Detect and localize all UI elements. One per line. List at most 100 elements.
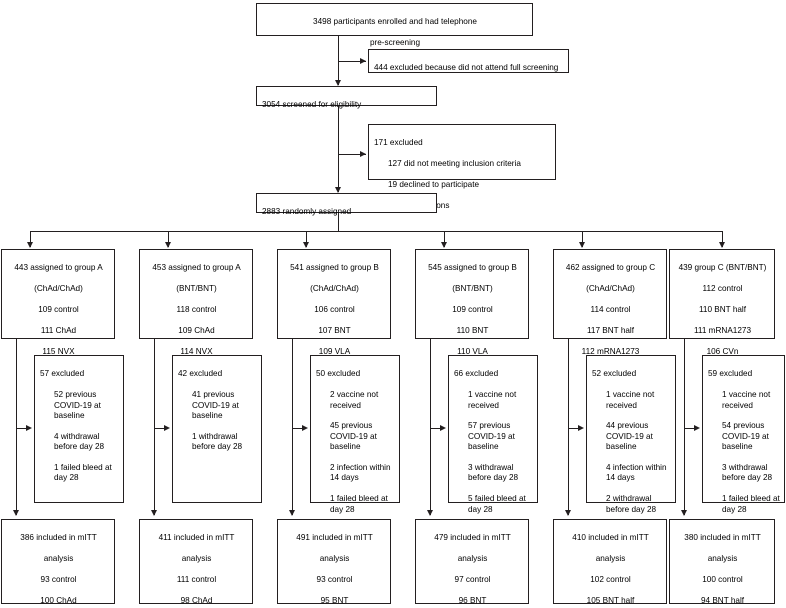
analysed-header: 410 included in mITT (572, 533, 649, 543)
arrow-into-analysed-col-5 (680, 510, 687, 516)
analysed-header: 411 included in mITT (158, 533, 235, 543)
analysed-arm: 111 control (176, 575, 217, 585)
connector-assigned-to-analysed-col-2 (292, 339, 293, 515)
box-excluded-col-0: 57 excluded 52 previous COVID-19 at base… (34, 355, 124, 503)
arrow-into-excluded-col-3 (440, 424, 446, 431)
analysed-arm: 96 BNT (458, 595, 487, 605)
analysed-arm: 95 BNT (320, 595, 349, 605)
excluded-reason: 57 previous COVID-19 at baseline (468, 421, 515, 452)
assigned-header: 443 assigned to group A (14, 263, 103, 273)
analysed-arm: 98 ChAd (180, 595, 213, 605)
box-assigned-col-5: 439 group C (BNT/BNT) 112 control 110 BN… (669, 249, 775, 356)
box-excluded-col-4: 52 excluded 1 vaccine not received 44 pr… (586, 355, 676, 545)
assigned-arm: 109 control (452, 305, 493, 315)
box-assigned-col-4: 462 assigned to group C (ChAd/ChAd) 114 … (553, 249, 667, 376)
analysed-arm: 93 control (316, 575, 353, 585)
excluded-reason: 1 failed bleed at day 28 (54, 463, 112, 483)
analysed-subtitle: analysis (319, 554, 350, 564)
excluded-reason: 2 withdrawal before day 28 (606, 494, 657, 514)
box-excluded-col-1: 42 excluded 41 previous COVID-19 at base… (172, 355, 262, 503)
arrow-into-excluded-col-1 (164, 424, 170, 431)
analysed-arm: 93 control (40, 575, 77, 585)
analysed-header: 380 included in mITT (684, 533, 761, 543)
arrow-into-assigned-col-2 (302, 242, 309, 248)
box-assigned-col-0: 443 assigned to group A (ChAd/ChAd) 109 … (1, 249, 115, 376)
excluded-reason: 2 infection within 14 days (330, 463, 391, 483)
connector-assigned-to-analysed-col-5 (684, 339, 685, 515)
assigned-arm: 114 NVX (180, 346, 213, 356)
excluded-reason: 52 previous COVID-19 at baseline (54, 390, 101, 421)
box-assigned-col-1: 453 assigned to group A (BNT/BNT) 118 co… (139, 249, 253, 376)
assigned-arm: 112 mRNA1273 (581, 346, 640, 356)
analysed-header: 491 included in mITT (296, 533, 373, 543)
box-assigned-col-2: 541 assigned to group B (ChAd/ChAd) 106 … (277, 249, 391, 397)
connector-screened-to-randomised (338, 106, 339, 192)
assigned-arm: 109 ChAd (178, 325, 215, 335)
assigned-subtitle: (ChAd/ChAd) (310, 284, 359, 294)
connector-drop-col-3 (444, 231, 445, 247)
excluded-header: 52 excluded (592, 369, 637, 379)
assigned-subtitle: (ChAd/ChAd) (34, 284, 83, 294)
analysed-subtitle: analysis (707, 554, 738, 564)
connector-randomised-stem (338, 213, 339, 231)
box-analysed-col-4: 410 included in mITT analysis 102 contro… (553, 519, 667, 605)
excluded-reason: 54 previous COVID-19 at baseline (722, 421, 769, 452)
arrow-into-excluded-col-5 (694, 424, 700, 431)
connector-assigned-to-analysed-col-4 (568, 339, 569, 515)
connector-to-excluded-eligibility (338, 154, 366, 155)
arrow-into-assigned-col-3 (440, 242, 447, 248)
analysed-arm: 97 control (454, 575, 491, 585)
analysed-header: 479 included in mITT (434, 533, 511, 543)
excluded-reason: 2 vaccine not received (330, 390, 379, 410)
analysed-subtitle: analysis (457, 554, 488, 564)
excluded-header: 57 excluded (40, 369, 85, 379)
assigned-arm: 110 VLA (457, 346, 488, 356)
assigned-arm: 118 control (176, 305, 217, 315)
excluded-reason: 45 previous COVID-19 at baseline (330, 421, 377, 452)
assigned-arm: 106 control (314, 305, 355, 315)
assigned-header: 453 assigned to group A (152, 263, 241, 273)
excluded-eligibility-reason: 127 did not meeting inclusion criteria (388, 159, 521, 169)
arrow-into-excluded-eligibility (360, 150, 366, 157)
connector-to-excluded-col-2 (292, 428, 304, 429)
arrow-into-screened (334, 80, 341, 86)
connector-to-excluded-col-5 (684, 428, 696, 429)
connector-to-excluded-col-3 (430, 428, 442, 429)
connector-to-excluded-col-4 (568, 428, 580, 429)
arrow-into-analysed-col-1 (150, 510, 157, 516)
excluded-reason: 1 withdrawal before day 28 (192, 431, 243, 452)
box-analysed-col-2: 491 included in mITT analysis 93 control… (277, 519, 391, 605)
analysed-subtitle: analysis (43, 554, 74, 564)
assigned-arm: 111 mRNA1273 (693, 325, 752, 335)
analysed-arm: 100 control (702, 575, 743, 585)
arrow-into-analysed-col-3 (426, 510, 433, 516)
excluded-reason: 4 infection within 14 days (606, 463, 667, 483)
connector-to-excluded-screening (338, 61, 366, 62)
box-analysed-col-1: 411 included in mITT analysis 111 contro… (139, 519, 253, 605)
assigned-header: 462 assigned to group C (565, 263, 656, 273)
connector-drop-col-1 (168, 231, 169, 247)
connector-assigned-to-analysed-col-1 (154, 339, 155, 515)
excluded-reason: 3 withdrawal before day 28 (468, 463, 519, 483)
assigned-arm: 110 BNT (456, 325, 489, 335)
assigned-arm: 114 control (590, 305, 631, 315)
assigned-arm: 107 BNT (318, 325, 351, 335)
box-analysed-col-3: 479 included in mITT analysis 97 control… (415, 519, 529, 605)
analysed-arm: 94 BNT half (700, 595, 745, 605)
box-assigned-col-3: 545 assigned to group B (BNT/BNT) 109 co… (415, 249, 529, 397)
assigned-arm: 109 control (38, 305, 79, 315)
assigned-subtitle: (ChAd/ChAd) (586, 284, 635, 294)
arrow-into-analysed-col-0 (12, 510, 19, 516)
excluded-reason: 1 failed bleed at day 28 (330, 494, 388, 514)
excluded-eligibility-reason: 19 declined to participate (388, 180, 480, 190)
assigned-subtitle: (BNT/BNT) (176, 284, 217, 294)
connector-randomised-bus (30, 231, 722, 232)
assigned-arm: 117 BNT half (586, 325, 635, 335)
arrow-into-excluded-col-0 (26, 424, 32, 431)
arrow-into-analysed-col-2 (288, 510, 295, 516)
excluded-header: 42 excluded (178, 369, 223, 379)
randomised-text: 2883 randomly assigned (262, 207, 352, 217)
assigned-arm: 106 CVn (706, 346, 739, 356)
arrow-into-excluded-col-2 (302, 424, 308, 431)
excluded-reason: 41 previous COVID-19 at baseline (192, 390, 239, 421)
